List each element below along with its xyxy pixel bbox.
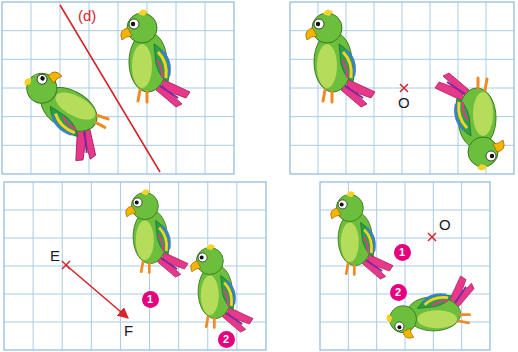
point-label: F <box>124 323 133 340</box>
center-mark <box>400 84 408 92</box>
callout-text: 2 <box>223 334 229 345</box>
parrot-figure <box>3 61 122 168</box>
grid-panel <box>4 182 266 350</box>
grid-line <box>2 59 234 60</box>
reflected-parrot <box>3 61 122 168</box>
grid-border <box>2 2 234 174</box>
callout-text: 1 <box>399 247 405 258</box>
grid-panel <box>290 2 514 174</box>
parrot-figure <box>191 244 253 332</box>
grid-border <box>4 182 266 350</box>
point-label: O <box>398 95 410 112</box>
point-label: O <box>439 217 451 234</box>
grid-line <box>4 322 266 323</box>
axis-label: (d) <box>78 8 96 25</box>
callout-number: 2 <box>390 284 407 301</box>
grid-line <box>320 266 490 267</box>
grid-line <box>2 30 234 31</box>
rotated-parrot <box>386 276 474 338</box>
parrot-figure <box>306 9 375 107</box>
grid-line <box>2 116 234 117</box>
callout-number: 1 <box>394 244 411 261</box>
vector-arrow <box>66 265 128 318</box>
parrot-figure <box>386 276 474 338</box>
grid-border <box>290 2 514 174</box>
parrot-figure <box>126 189 188 277</box>
parrot-figure <box>435 73 504 171</box>
grid-panel <box>320 182 490 350</box>
point-label: E <box>50 248 60 265</box>
point-mark <box>62 261 70 269</box>
grid-border <box>320 182 490 350</box>
center-mark <box>428 233 436 241</box>
grid-line <box>2 145 234 146</box>
grid-line <box>4 266 266 267</box>
grid-panel <box>2 2 234 174</box>
callout-number: 1 <box>142 291 159 308</box>
rotated-parrot <box>435 73 504 171</box>
parrot-figure <box>121 9 190 107</box>
callout-text: 1 <box>147 294 153 305</box>
parrot-figure <box>331 191 393 279</box>
callout-text: 2 <box>395 287 401 298</box>
grid-panels <box>2 2 514 350</box>
callout-number: 2 <box>218 331 235 348</box>
